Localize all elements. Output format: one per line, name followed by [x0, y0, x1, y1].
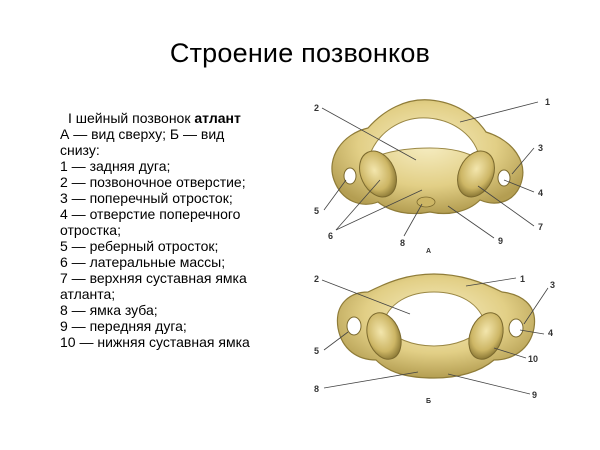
description-line: 8 — ямка зуба;	[60, 302, 158, 318]
description-line: 9 — передняя дуга;	[60, 318, 187, 334]
label-a-1: 1	[545, 97, 551, 107]
label-b-3: 3	[550, 280, 556, 290]
description-line: 7 — верхняя суставная ямка	[60, 270, 247, 286]
label-b-8: 8	[314, 384, 320, 394]
description-line: отростка;	[60, 222, 121, 238]
description-heading: I шейный позвонок атлант	[60, 110, 300, 126]
slide-title: Строение позвонков	[169, 38, 431, 68]
label-a-4: 4	[538, 188, 544, 198]
label-a-7: 7	[538, 222, 544, 232]
description-line: 2 — позвоночное отверстие;	[60, 174, 246, 190]
label-a-5: 5	[314, 206, 320, 216]
description-line: атланта;	[60, 286, 116, 302]
atlas-top-view	[321, 99, 539, 239]
description-line: А — вид сверху; Б — вид	[60, 126, 225, 142]
label-b-2: 2	[314, 274, 320, 284]
label-b-5: 5	[314, 346, 320, 356]
description-line: 4 — отверстие поперечного	[60, 206, 241, 222]
heading-prefix: I шейный позвонок	[68, 110, 195, 126]
description-line: снизу:	[60, 142, 100, 158]
description-line: 5 — реберный отросток;	[60, 238, 219, 254]
view-letter-b: Б	[426, 398, 432, 405]
label-a-6: 6	[328, 231, 334, 241]
label-a-8: 8	[400, 238, 406, 248]
description-line: 6 — латеральные массы;	[60, 254, 226, 270]
label-b-1: 1	[520, 274, 526, 284]
description-text: I шейный позвонок атлант А — вид сверху;…	[60, 110, 300, 350]
label-a-3: 3	[538, 143, 544, 153]
description-line: 1 — задняя дуга;	[60, 158, 171, 174]
atlas-drawing	[321, 99, 549, 395]
view-letter-a: А	[426, 248, 432, 255]
label-b-10: 10	[528, 354, 539, 364]
atlas-illustration: 1 2 3 4 5 6 7 8 9 А 1 2 3 4 5 8 9 10 Б	[298, 88, 598, 418]
label-a-2: 2	[314, 103, 320, 113]
label-b-9: 9	[532, 390, 538, 400]
label-a-9: 9	[498, 236, 504, 246]
label-b-4: 4	[548, 328, 554, 338]
heading-bold: атлант	[194, 110, 241, 126]
description-line: 10 — нижняя суставная ямка	[60, 334, 250, 350]
description-line: 3 — поперечный отросток;	[60, 190, 233, 206]
atlas-bottom-view	[321, 273, 549, 395]
